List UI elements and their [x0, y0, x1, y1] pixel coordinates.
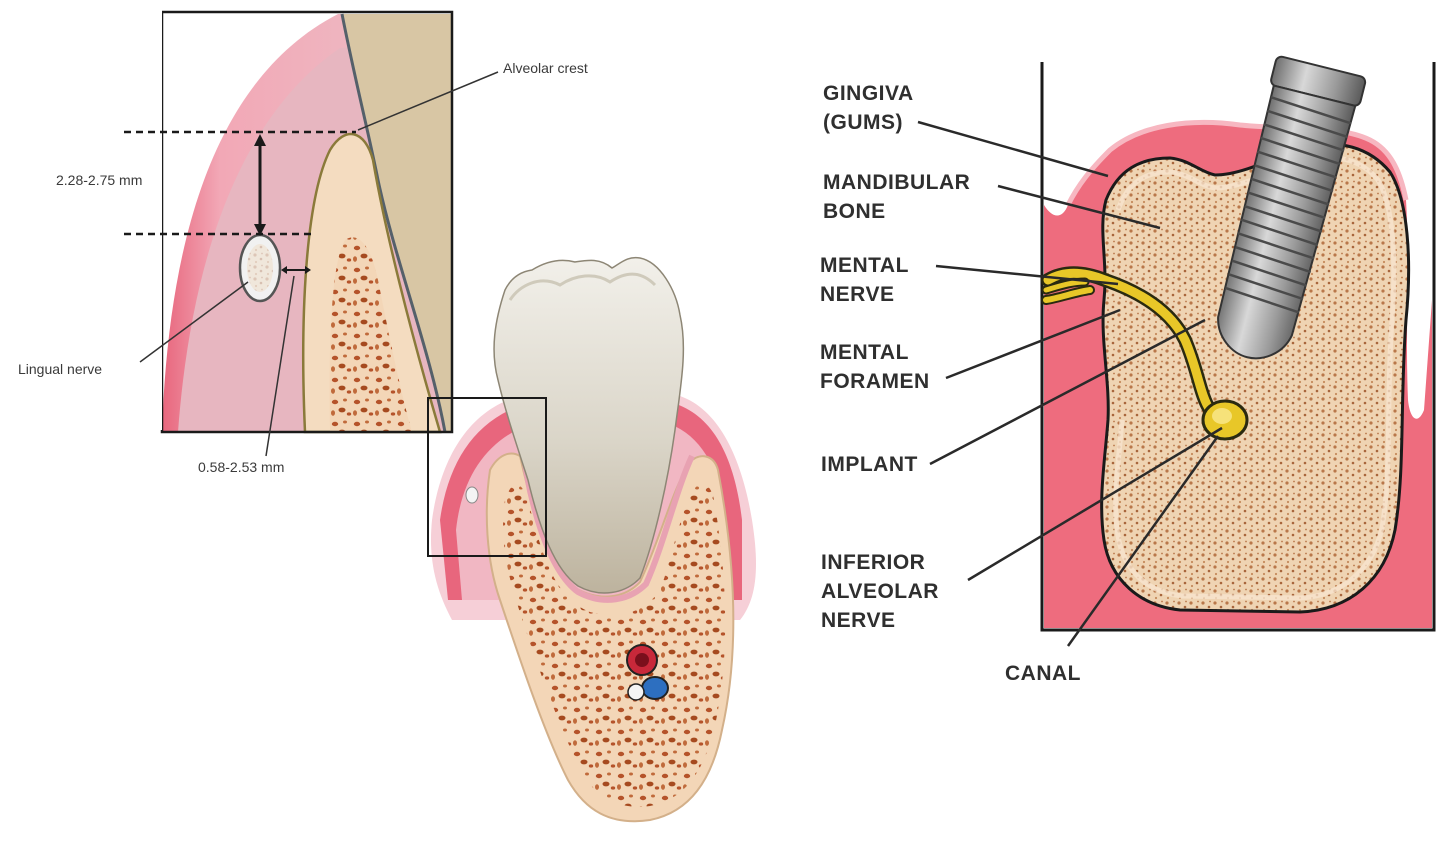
label-gingiva: GINGIVA (GUMS)	[823, 82, 914, 134]
label-alveolar-crest: Alveolar crest	[503, 60, 588, 76]
label-lingual-nerve: Lingual nerve	[18, 361, 103, 377]
label-horizontal-distance: 0.58-2.53 mm	[198, 459, 285, 475]
label-mandibular-bone: MANDIBULAR BONE	[823, 171, 971, 223]
label-vertical-distance: 2.28-2.75 mm	[56, 172, 143, 188]
inset-tooth-root	[342, 14, 452, 432]
label-inferior-alveolar-nerve: INFERIOR ALVEOLAR NERVE	[821, 551, 939, 632]
label-mental-nerve: MENTAL NERVE	[820, 254, 909, 306]
label-canal: CANAL	[1005, 662, 1081, 685]
implant-diagram	[917, 55, 1436, 647]
label-implant: IMPLANT	[821, 453, 918, 476]
zoomed-inset	[120, 10, 499, 457]
implant-bone	[1100, 142, 1411, 614]
nerve-bundle	[627, 683, 645, 701]
detail-box	[427, 397, 547, 557]
tooth	[493, 256, 685, 594]
label-mental-foramen: MENTAL FORAMEN	[820, 341, 930, 393]
implant	[1217, 55, 1367, 360]
tooth-cross-section	[427, 256, 756, 823]
vessel-vein	[641, 676, 669, 700]
